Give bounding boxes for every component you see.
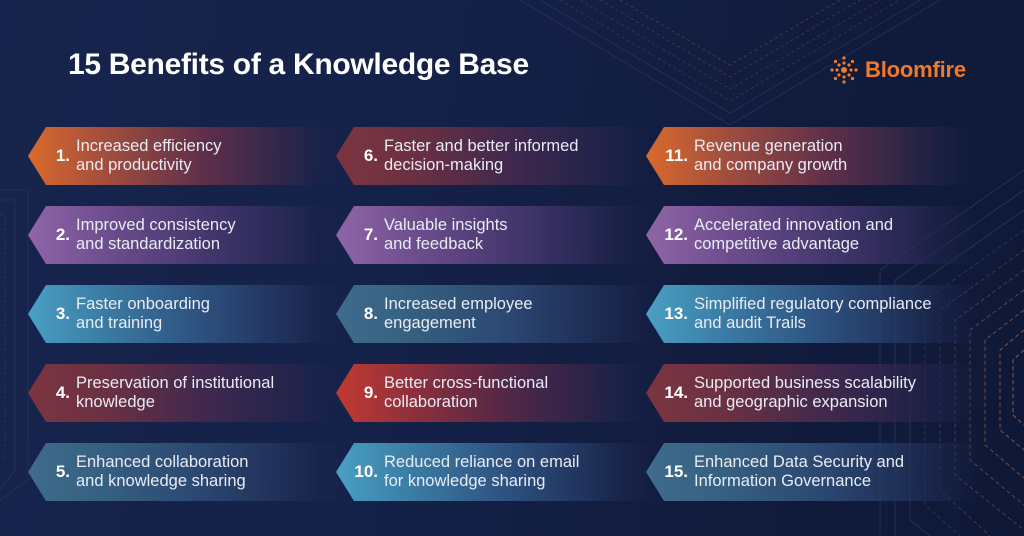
benefit-card-2: 2. Improved consistency and standardizat…	[28, 206, 348, 264]
benefit-text: Accelerated innovation and competitive a…	[694, 215, 894, 254]
benefit-text: Faster onboarding and training	[76, 294, 210, 333]
benefit-text: Better cross-functional collaboration	[384, 373, 549, 412]
benefit-card-4: 4. Preservation of institutional knowled…	[28, 364, 348, 422]
benefit-card-6: 6. Faster and better informed decision-m…	[336, 127, 656, 185]
benefit-card-5: 5. Enhanced collaboration and knowledge …	[28, 443, 348, 501]
benefit-number: 3.	[55, 304, 70, 323]
benefit-number: 7.	[363, 225, 378, 244]
benefit-card-1: 1. Increased efficiency and productivity	[28, 127, 348, 185]
benefit-text: Increased employee engagement	[384, 294, 533, 333]
benefit-number: 6.	[363, 146, 378, 165]
benefit-text: Supported business scalability and geogr…	[694, 373, 916, 412]
benefit-card-12: 12. Accelerated innovation and competiti…	[646, 206, 976, 264]
benefit-text: Reduced reliance on email for knowledge …	[384, 452, 580, 491]
benefit-text: Enhanced collaboration and knowledge sha…	[76, 452, 249, 491]
benefit-number: 12.	[664, 225, 688, 244]
benefit-card-8: 8. Increased employee engagement	[336, 285, 656, 343]
benefit-text: Increased efficiency and productivity	[76, 136, 222, 175]
benefit-number: 9.	[363, 383, 378, 402]
benefit-text: Improved consistency and standardization	[76, 215, 236, 254]
benefit-text: Preservation of institutional knowledge	[76, 373, 275, 412]
benefit-text: Enhanced Data Security and Information G…	[694, 452, 905, 491]
benefit-text: Revenue generation and company growth	[694, 136, 848, 175]
logo-text: Bloomfire	[865, 57, 966, 82]
benefit-number: 2.	[55, 225, 70, 244]
benefit-card-13: 13. Simplified regulatory compliance and…	[646, 285, 976, 343]
benefit-card-11: 11. Revenue generation and company growt…	[646, 127, 976, 185]
benefit-text: Faster and better informed decision-maki…	[384, 136, 579, 175]
benefit-number: 10.	[354, 462, 378, 481]
sunburst-dots-icon	[830, 56, 858, 84]
benefit-text: Simplified regulatory compliance and aud…	[694, 294, 932, 333]
benefit-number: 11.	[665, 146, 688, 165]
benefit-number: 15.	[664, 462, 688, 481]
benefit-number: 1.	[55, 146, 70, 165]
benefit-number: 5.	[55, 462, 70, 481]
benefit-card-9: 9. Better cross-functional collaboration	[336, 364, 656, 422]
benefit-number: 4.	[55, 383, 70, 402]
benefit-card-14: 14. Supported business scalability and g…	[646, 364, 976, 422]
benefit-text: Valuable insights and feedback	[384, 215, 508, 254]
benefit-card-3: 3. Faster onboarding and training	[28, 285, 348, 343]
benefit-number: 14.	[664, 383, 688, 402]
page-title: 15 Benefits of a Knowledge Base	[68, 48, 529, 81]
benefit-card-10: 10. Reduced reliance on email for knowle…	[336, 443, 656, 501]
bloomfire-logo: Bloomfire	[828, 54, 966, 86]
benefit-number: 13.	[664, 304, 688, 323]
benefit-card-7: 7. Valuable insights and feedback	[336, 206, 656, 264]
benefit-number: 8.	[363, 304, 378, 323]
benefit-card-15: 15. Enhanced Data Security and Informati…	[646, 443, 976, 501]
